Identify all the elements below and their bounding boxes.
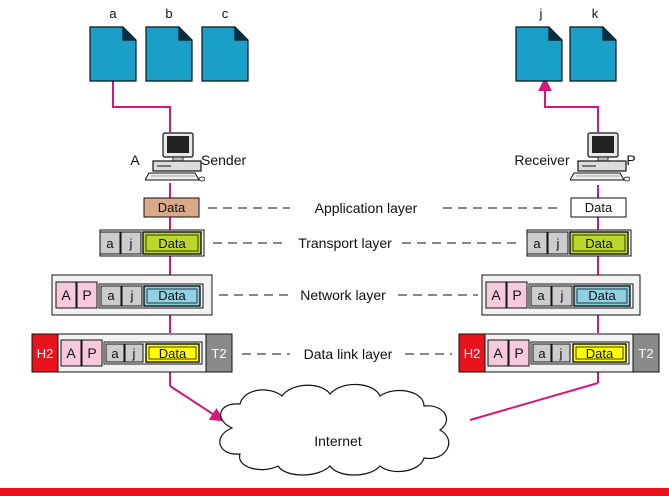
receiver-datagram: A P a j Data [481,274,641,316]
receiver-app-data-box [570,197,627,218]
sender-datagram: A P a j Data [51,274,213,316]
sender-net-port-src: a [107,288,115,303]
bottom-bar [0,488,669,496]
receiver-net-port-dst: j [560,288,564,303]
receiver-link-path [469,77,599,421]
receiver-frame: H2 A P a j Data T2 [458,333,660,373]
sender-transport-data: Data [158,236,186,251]
sender-port-dst: j [129,236,133,251]
receiver-computer-icon[interactable] [570,132,630,182]
network-layer-label: Network layer [300,287,386,303]
receiver-port-src: a [533,236,541,251]
file-icon[interactable] [145,26,193,82]
sender-header-h2: H2 [37,346,54,361]
receiver-transport-data: Data [585,236,613,251]
application-layer-row: Data Application layer Data [143,197,627,218]
file-icon[interactable] [201,26,249,82]
receiver-dl-port-src: a [538,346,546,361]
sender-dl-port-dst: j [132,346,136,361]
application-layer-label: Application layer [315,200,418,216]
receiver-role: Receiver [514,152,570,168]
sender-net-port-dst: j [130,288,134,303]
sender-frame: H2 A P a j Data T2 [31,333,233,373]
sender-computer-icon[interactable] [145,132,205,182]
transport-layer-label: Transport layer [298,235,392,251]
receiver-segment: a j Data [526,229,632,257]
receiver-ip-src: A [491,287,501,303]
receiver-ip-dst: P [512,287,521,303]
receiver-net-port-src: a [537,288,545,303]
sender-segment: a j Data [99,229,205,257]
sender-app-data-box [143,197,200,218]
sender-ip-src: A [61,287,71,303]
network-layer-row: A P a j Data Network layer A P a j Data [51,274,641,316]
receiver-trailer-t2: T2 [638,346,653,361]
receiver-dl-ip-dst: P [514,345,523,361]
file-label-a: a [109,6,117,21]
sender-trailer-t2: T2 [211,346,226,361]
sender-link-path [112,68,225,422]
file-icon[interactable] [515,26,563,82]
sender-port-src: a [106,236,114,251]
receiver-address: P [626,152,635,168]
sender-dl-ip-src: A [66,345,76,361]
receiver-port-dst: j [556,236,560,251]
sender-address: A [130,152,140,168]
file-icon[interactable] [569,26,617,82]
receiver-dl-port-dst: j [559,346,563,361]
receiver-header-h2: H2 [464,346,481,361]
receiver-files: j k [515,6,617,82]
receiver-app-data: Data [585,200,613,215]
datalink-layer-label: Data link layer [304,346,393,362]
transport-layer-row: a j Data Transport layer a j Data [99,229,632,257]
file-label-c: c [222,6,229,21]
internet-label: Internet [314,433,362,449]
datalink-layer-row: H2 A P a j Data T2 Data link layer H2 A … [31,333,660,373]
sender-dl-ip-dst: P [87,345,96,361]
internet-cloud-icon: Internet [219,383,450,476]
sender-datalink-data: Data [159,346,187,361]
receiver-network-data: Data [588,288,616,303]
sender-role: Sender [201,152,246,168]
receiver-dl-ip-src: A [493,345,503,361]
file-label-b: b [165,6,172,21]
sender-app-data: Data [158,200,186,215]
sender-network-data: Data [158,288,186,303]
sender-dl-port-src: a [111,346,119,361]
receiver-datalink-data: Data [586,346,614,361]
file-label-k: k [592,6,599,21]
sender-ip-dst: P [82,287,91,303]
file-icon[interactable] [89,26,137,82]
sender-files: a b c [89,6,249,82]
file-label-j: j [539,6,543,21]
